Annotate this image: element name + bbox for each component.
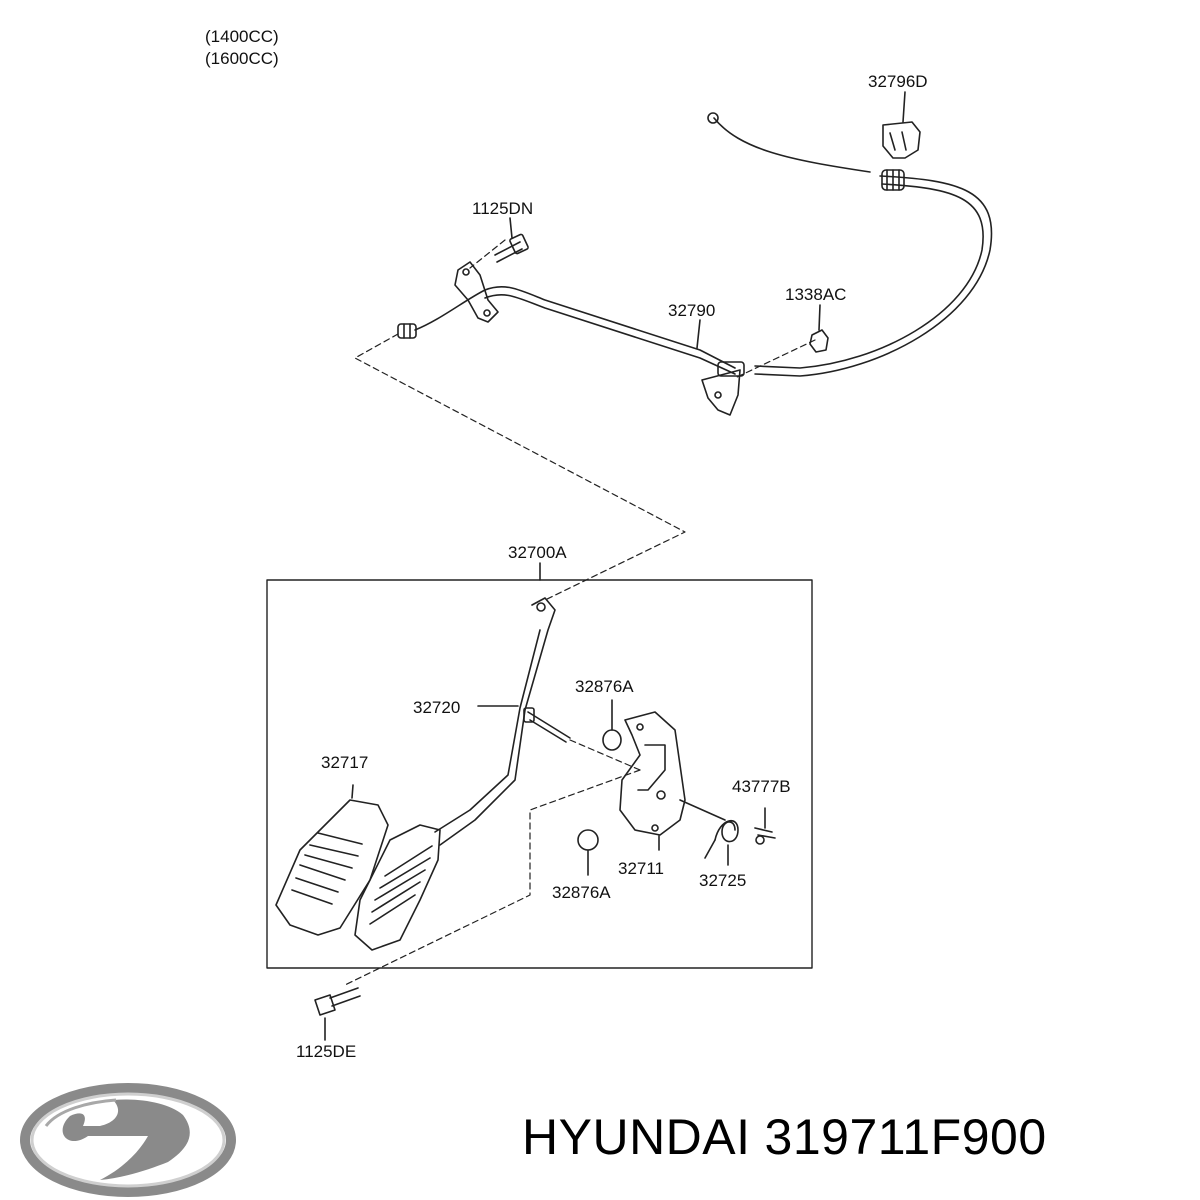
label-1125DE: 1125DE	[296, 1042, 356, 1061]
note-1400cc: (1400CC)	[205, 27, 279, 46]
firewall-plate	[454, 261, 499, 323]
cable-end-wire	[713, 117, 871, 173]
return-spring	[679, 799, 739, 866]
pedal-pad-32720	[354, 824, 441, 951]
label-32700A: 32700A	[508, 543, 567, 562]
label-32796D: 32796D	[868, 72, 928, 91]
label-43777B: 43777B	[732, 777, 791, 796]
label-1338AC: 1338AC	[785, 285, 846, 304]
label-32876A-bottom: 32876A	[552, 883, 611, 902]
bushing-bottom	[577, 829, 599, 851]
bolt-top	[494, 241, 523, 263]
pedal-arm	[434, 597, 556, 846]
brand-name: HYUNDAI	[522, 1109, 751, 1165]
clip	[754, 807, 776, 845]
label-1125DN: 1125DN	[472, 199, 533, 218]
nut	[809, 329, 829, 353]
label-32790: 32790	[668, 301, 715, 320]
label-32717: 32717	[321, 753, 368, 772]
label-32711: 32711	[618, 859, 664, 878]
bushing-top	[602, 729, 622, 751]
cable-bracket	[701, 369, 741, 416]
bolt-bottom	[314, 987, 361, 1041]
label-32876A-top: 32876A	[575, 677, 634, 696]
retainer-clip	[882, 121, 921, 159]
pedal-pad-32717	[275, 784, 389, 936]
note-1600cc: (1600CC)	[205, 49, 279, 68]
throttle-cable-assembly	[397, 91, 993, 416]
hyundai-logo	[20, 1083, 236, 1197]
label-32725: 32725	[699, 871, 746, 890]
pivot-pin	[523, 707, 571, 743]
pedal-bracket	[619, 711, 686, 851]
label-32720: 32720	[413, 698, 460, 717]
dashed-connectors	[344, 239, 816, 986]
pedal-assembly-box	[266, 562, 813, 969]
part-number: 319711F900	[764, 1109, 1047, 1165]
